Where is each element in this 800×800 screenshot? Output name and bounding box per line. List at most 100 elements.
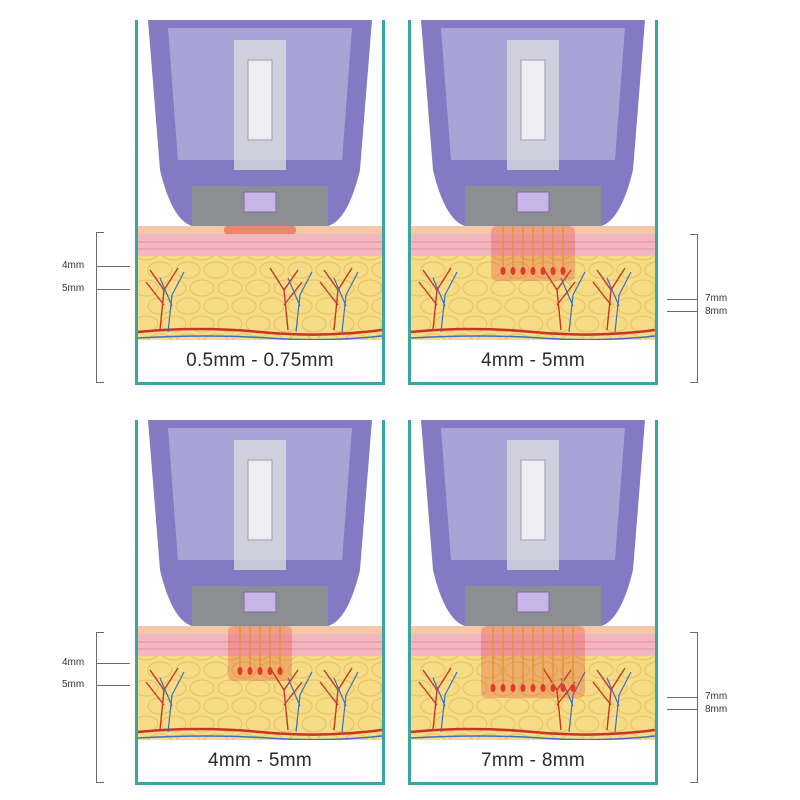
fat-cell: [411, 279, 432, 297]
ruler-tick: [96, 289, 130, 290]
depth-ruler-right-top: [697, 234, 698, 382]
cartridge-panel-1: 0.5mm - 0.75mm: [135, 20, 385, 385]
fat-cell: [175, 697, 201, 715]
fat-cell: [203, 261, 229, 279]
fat-cell: [138, 679, 159, 697]
cartridge-panel-4: 7mm - 8mm: [408, 420, 658, 785]
fat-cell: [217, 715, 243, 733]
fat-cell: [217, 315, 243, 333]
fat-cell: [574, 315, 600, 333]
fat-cell: [504, 697, 530, 715]
panel-caption: 7mm - 8mm: [411, 740, 655, 782]
fat-cell: [287, 261, 313, 279]
fat-cell: [616, 697, 642, 715]
fat-cell: [644, 697, 655, 715]
needle-tip: [520, 267, 526, 275]
needle-tip: [530, 267, 536, 275]
needle-tip: [490, 684, 496, 692]
fat-cell: [189, 679, 215, 697]
fat-cell: [343, 261, 369, 279]
blood-vessel: [411, 727, 655, 736]
ruler-tick: [690, 234, 698, 235]
needle-tip: [520, 684, 526, 692]
fat-cell: [532, 697, 558, 715]
fat-cell: [616, 261, 642, 279]
fat-cell: [138, 279, 159, 297]
fat-cell: [504, 661, 530, 679]
rf-glow: [224, 226, 296, 234]
fat-cell: [301, 679, 327, 697]
fat-cell: [504, 297, 530, 315]
ruler-tick: [690, 382, 698, 383]
blood-vessel: [411, 335, 655, 341]
capillary: [269, 267, 303, 331]
fat-cell: [231, 297, 257, 315]
fat-cell: [588, 297, 614, 315]
fat-cell: [490, 715, 516, 733]
fat-cell: [259, 261, 285, 279]
needle-tip: [247, 667, 253, 675]
capillary: [432, 271, 458, 333]
ruler-tick: [667, 697, 698, 698]
ruler-tick: [96, 232, 104, 233]
needle-tip: [510, 267, 516, 275]
ruler-tick: [96, 663, 130, 664]
needle-window: [516, 591, 550, 613]
needle-tip: [550, 267, 556, 275]
needle-tip: [277, 667, 283, 675]
capillary: [432, 671, 458, 733]
piston: [247, 459, 273, 541]
fat-cell: [315, 261, 341, 279]
depth-label-5mm: 5mm: [62, 283, 85, 294]
ruler-tick: [667, 709, 698, 710]
fat-cell: [616, 297, 642, 315]
ruler-tick: [96, 632, 104, 633]
fat-cell: [231, 261, 257, 279]
capillary: [145, 267, 179, 331]
depth-label-8mm: 8mm: [705, 306, 728, 317]
fat-cell: [231, 697, 257, 715]
cartridge-panel-2: 4mm - 5mm: [408, 20, 658, 385]
needle-window: [516, 191, 550, 213]
fat-cell: [315, 297, 341, 315]
fat-cell: [462, 279, 488, 297]
fat-cell: [476, 661, 502, 679]
blood-vessel: [138, 327, 382, 336]
depth-label-4mm: 4mm: [62, 260, 85, 271]
fat-cell: [574, 279, 600, 297]
cartridge-scene: [138, 20, 382, 352]
fat-cell: [371, 661, 382, 679]
capillary: [606, 671, 632, 733]
fat-cell: [371, 697, 382, 715]
fat-cell: [630, 279, 655, 297]
fat-cell: [343, 297, 369, 315]
fat-cell: [301, 315, 327, 333]
needle-window: [243, 191, 277, 213]
epidermis-layer: [138, 226, 382, 234]
capillary: [592, 267, 626, 331]
fat-cell: [411, 679, 432, 697]
piston: [520, 59, 546, 141]
fat-cell: [343, 661, 369, 679]
cartridge-scene: [138, 420, 382, 752]
depth-label-7mm: 7mm: [705, 293, 728, 304]
blood-vessel: [411, 735, 655, 741]
capillary: [560, 271, 586, 333]
fat-cell: [357, 279, 382, 297]
fat-cell: [532, 297, 558, 315]
fat-cell: [644, 297, 655, 315]
fat-cell: [189, 315, 215, 333]
needle-tip: [510, 684, 516, 692]
piston: [520, 459, 546, 541]
ruler-tick: [690, 782, 698, 783]
fat-cell: [217, 279, 243, 297]
fat-cell: [287, 661, 313, 679]
capillary: [287, 271, 313, 333]
capillary: [287, 671, 313, 733]
fat-cell: [259, 297, 285, 315]
capillary: [592, 667, 626, 731]
fat-cell: [616, 661, 642, 679]
depth-ruler-right-bottom: [697, 632, 698, 782]
fat-cell: [644, 661, 655, 679]
fat-cell: [574, 715, 600, 733]
